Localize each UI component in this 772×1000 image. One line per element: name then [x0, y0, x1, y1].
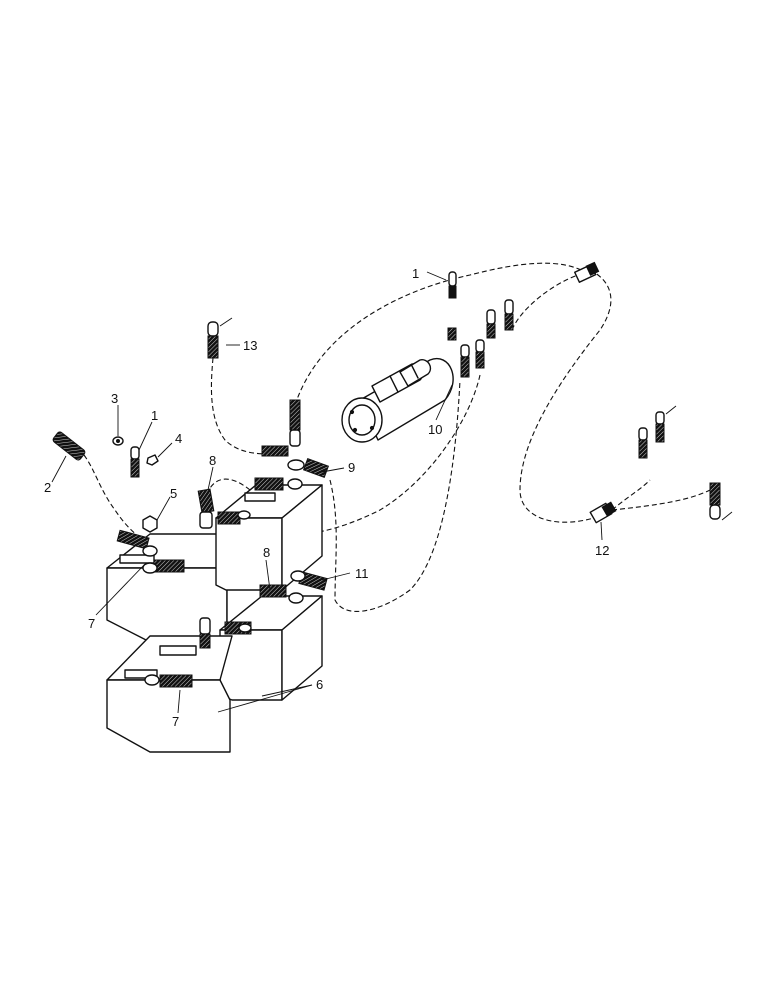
battery-back-upper: [215, 484, 323, 591]
terminal-lugs-starter: [447, 299, 514, 378]
callout-4: 4: [175, 431, 182, 446]
callout-2: 2: [44, 480, 51, 495]
terminal-cluster-11: [259, 570, 328, 604]
cable-13: [210, 357, 281, 455]
terminal-lugs-right: [638, 405, 733, 521]
terminal-cluster-8-upper: [197, 488, 251, 529]
callout-5: 5: [170, 486, 177, 501]
terminal-lug-1-top: [448, 271, 457, 299]
cable-to-starter-10: [329, 379, 461, 613]
terminal-lug-13: [207, 317, 233, 359]
cable-jumper-8a: [204, 478, 251, 501]
cable-loop-right: [519, 269, 612, 523]
cable-to-12: [511, 274, 579, 331]
cable-12-branch-b: [611, 489, 711, 511]
callout-10: 10: [428, 422, 442, 437]
terminal-front-lower-battery: [144, 674, 193, 688]
callout-9: 9: [348, 460, 355, 475]
battery-front-lower: [106, 635, 233, 753]
callout-6: 6: [316, 677, 323, 692]
bolt-5: [142, 515, 158, 533]
callout-7-lower: 7: [172, 714, 179, 729]
callout-13: 13: [243, 338, 257, 353]
cable-12-branch-a: [611, 479, 651, 511]
terminal-lug-2: [52, 431, 86, 461]
callout-12: 12: [595, 543, 609, 558]
leader-lines: [51, 271, 603, 714]
terminal-cluster-9: [254, 399, 330, 491]
callout-3: 3: [111, 391, 118, 406]
washer-3: [112, 436, 124, 446]
terminal-cluster-8-lower: [199, 617, 252, 649]
callout-7-upper: 7: [88, 616, 95, 631]
callout-1-top: 1: [412, 266, 419, 281]
cable-starter-main: [294, 262, 586, 406]
callout-labels: 1 13 3 1 4 2 5 8 9 7 8 11 10 12 6 7: [44, 266, 609, 729]
terminal-fuse-12: [589, 501, 617, 524]
terminal-lug-1-left: [130, 446, 140, 478]
callout-8-lower: 8: [263, 545, 270, 560]
cable-2: [83, 454, 151, 546]
starter-motor: [341, 357, 454, 443]
nut-4: [146, 454, 159, 466]
callout-11: 11: [355, 566, 369, 581]
terminal-front-battery: [116, 529, 185, 574]
callout-1-left: 1: [151, 408, 158, 423]
callout-8-upper: 8: [209, 453, 216, 468]
terminal-fuse-top: [574, 261, 600, 283]
